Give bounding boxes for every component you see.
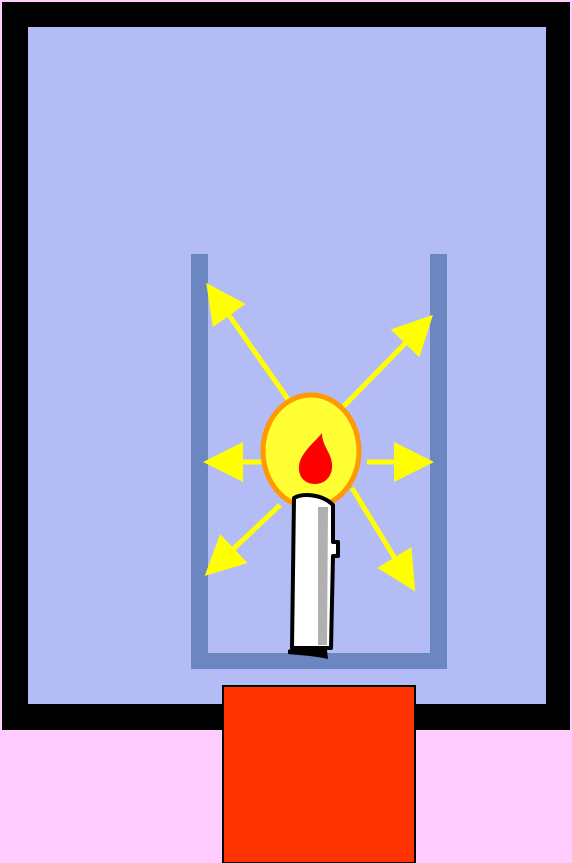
candle-icon [288, 495, 338, 659]
enclosure-interior [28, 27, 546, 704]
flame-icon [263, 395, 359, 507]
beaker-left-wall [191, 254, 208, 669]
beaker-right-wall [430, 254, 447, 669]
red-block [223, 686, 415, 863]
candle-body [292, 495, 338, 648]
candle-shading [318, 507, 328, 645]
